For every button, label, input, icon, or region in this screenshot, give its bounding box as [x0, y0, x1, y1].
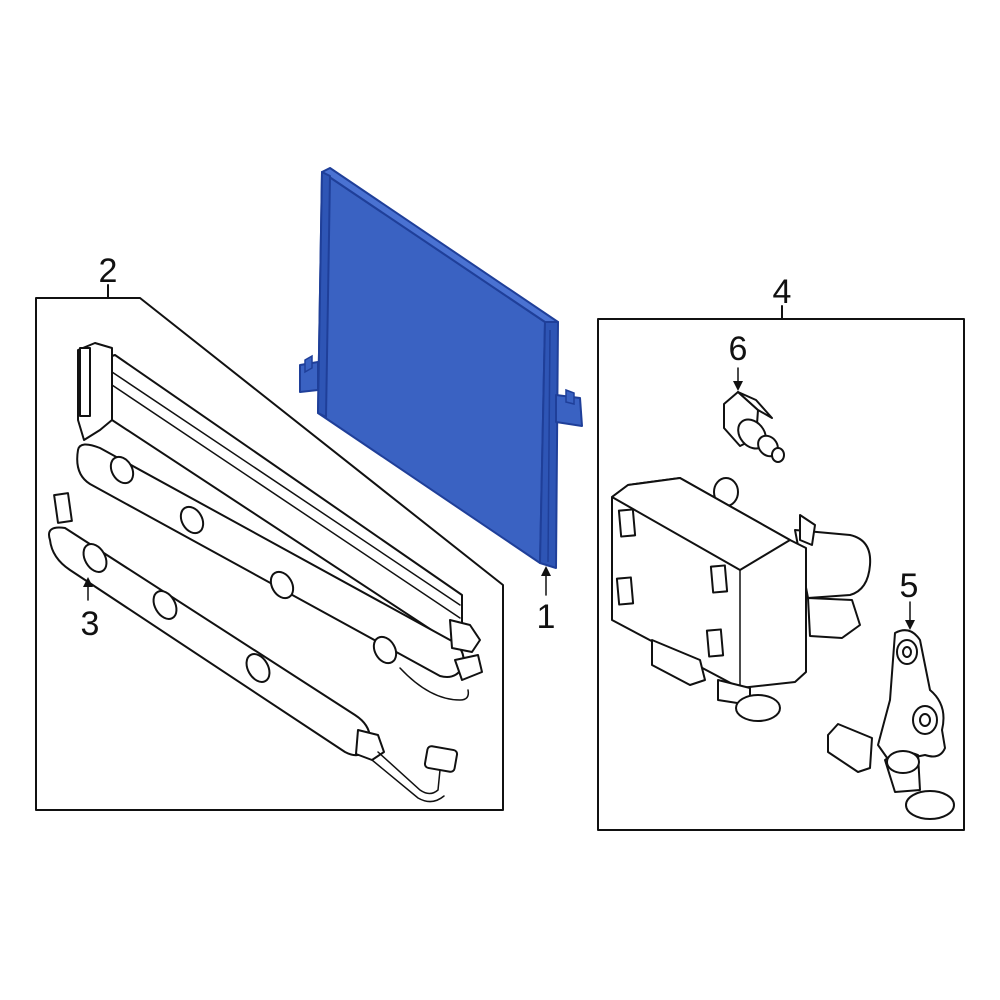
- callout-3: 3: [81, 605, 100, 643]
- callout-4: 4: [773, 273, 792, 311]
- pressure-sensor: [723, 391, 785, 463]
- condenser-highlighted: [299, 167, 583, 569]
- callout-2: 2: [99, 252, 118, 290]
- condenser-core: [317, 171, 546, 564]
- callout-5: 5: [900, 567, 919, 605]
- callout-6: 6: [729, 330, 748, 368]
- receiver-drier-module: [611, 477, 872, 722]
- oil-cooler: [76, 342, 483, 701]
- callout-1: 1: [537, 598, 556, 636]
- group-4-box: [597, 305, 965, 831]
- callout-arrows: [83, 367, 915, 630]
- mounting-bracket: [827, 629, 955, 820]
- group-2-box: [35, 284, 504, 811]
- cooler-line: [48, 492, 459, 803]
